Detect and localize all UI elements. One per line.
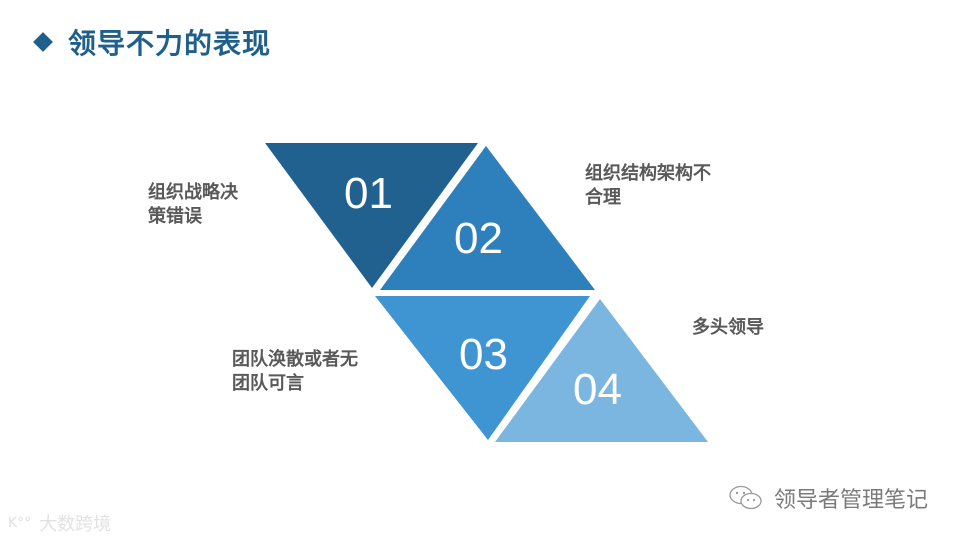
footer-brand-text: 领导者管理笔记 [773, 488, 928, 513]
slide-title: 领导不力的表现 [30, 22, 271, 62]
slide-title-text: 领导不力的表现 [68, 27, 272, 60]
label-01: 组织战略决 策错误 [148, 181, 238, 229]
label-02-line2: 合理 [585, 187, 621, 208]
watermark: K°° 大数跨境 [8, 510, 111, 536]
triangle-04 [495, 299, 708, 442]
label-01-line2: 策错误 [148, 206, 202, 227]
number-04: 04 [573, 365, 622, 414]
label-03: 团队涣散或者无 团队可言 [232, 348, 358, 396]
watermark-logo-icon: K°° [8, 515, 32, 531]
number-03: 03 [459, 330, 508, 379]
wechat-icon [729, 485, 762, 510]
number-01: 01 [344, 169, 393, 218]
triangle-01 [265, 143, 478, 288]
label-02: 组织结构架构不 合理 [585, 162, 711, 210]
watermark-text: 大数跨境 [39, 514, 112, 535]
label-03-line2: 团队可言 [232, 373, 304, 394]
number-02: 02 [454, 214, 503, 263]
label-02-line1: 组织结构架构不 [585, 163, 711, 184]
triangle-02 [380, 146, 595, 290]
label-01-line1: 组织战略决 [148, 182, 238, 203]
triangle-03 [375, 296, 590, 440]
label-04: 多头领导 [692, 316, 764, 340]
label-04-line1: 多头领导 [692, 317, 764, 338]
footer-brand: 领导者管理笔记 [728, 482, 928, 514]
label-03-line1: 团队涣散或者无 [232, 349, 358, 370]
